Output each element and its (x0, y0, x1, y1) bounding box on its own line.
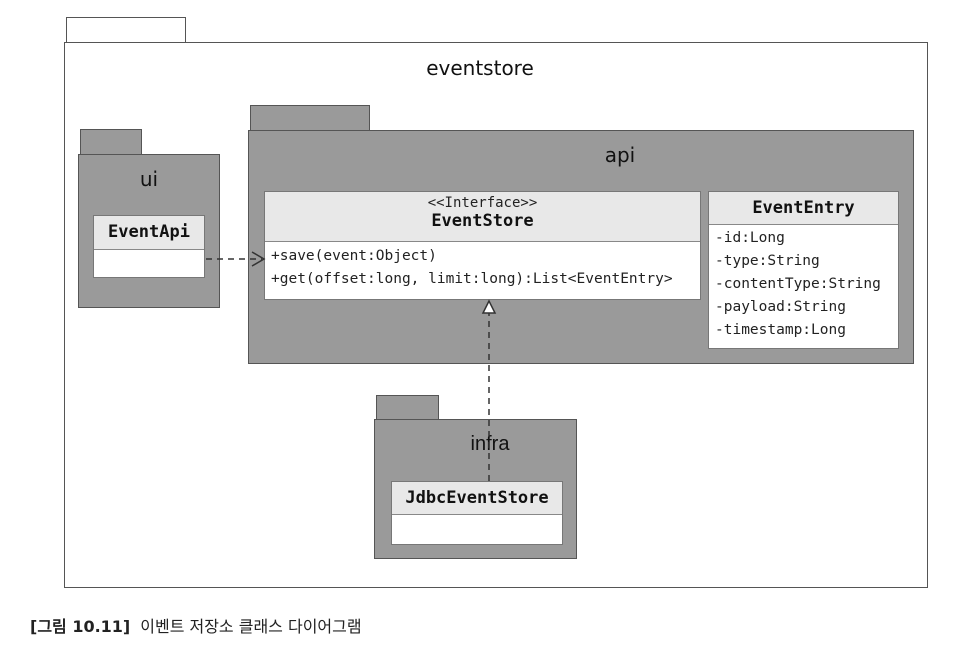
figure-caption: [그림 10.11] 이벤트 저장소 클래스 다이어그램 (30, 613, 362, 637)
eventstore-interface: <<Interface>> EventStore +save(event:Obj… (264, 191, 701, 300)
evententry-attr-timestamp: -timestamp:Long (715, 322, 846, 338)
figure-caption-text: 이벤트 저장소 클래스 다이어그램 (140, 617, 362, 636)
api-package-tab (250, 105, 370, 132)
figure-number: [그림 10.11] (30, 617, 131, 636)
evententry-attr-payload: -payload:String (715, 299, 846, 315)
infra-package-label: infra (470, 433, 510, 455)
jdbceventstore-class-name: JdbcEventStore (405, 488, 549, 508)
evententry-attr-id: -id:Long (715, 230, 785, 246)
eventapi-class-name: EventApi (108, 222, 190, 242)
eventstore-method-get: +get(offset:long, limit:long):List<Event… (271, 271, 673, 287)
api-package-label: api (604, 143, 636, 167)
eventstore-package-label: eventstore (426, 56, 534, 80)
jdbceventstore-class: JdbcEventStore (391, 481, 563, 545)
eventapi-class: EventApi (93, 215, 205, 278)
ui-package-tab (80, 129, 142, 156)
eventstore-stereotype: <<Interface>> (427, 195, 538, 211)
evententry-class: EventEntry -id:Long -type:String -conten… (708, 191, 899, 349)
eventstore-interface-name: EventStore (431, 211, 534, 231)
evententry-attr-contenttype: -contentType:String (715, 276, 881, 292)
eventstore-method-save: +save(event:Object) (271, 248, 437, 264)
realization-arrowhead (481, 299, 497, 314)
dependency-arrowhead (251, 251, 266, 267)
infra-package-tab (376, 395, 439, 422)
evententry-attr-type: -type:String (715, 253, 820, 269)
ui-package-label: ui (139, 167, 159, 191)
evententry-class-name: EventEntry (752, 198, 855, 218)
